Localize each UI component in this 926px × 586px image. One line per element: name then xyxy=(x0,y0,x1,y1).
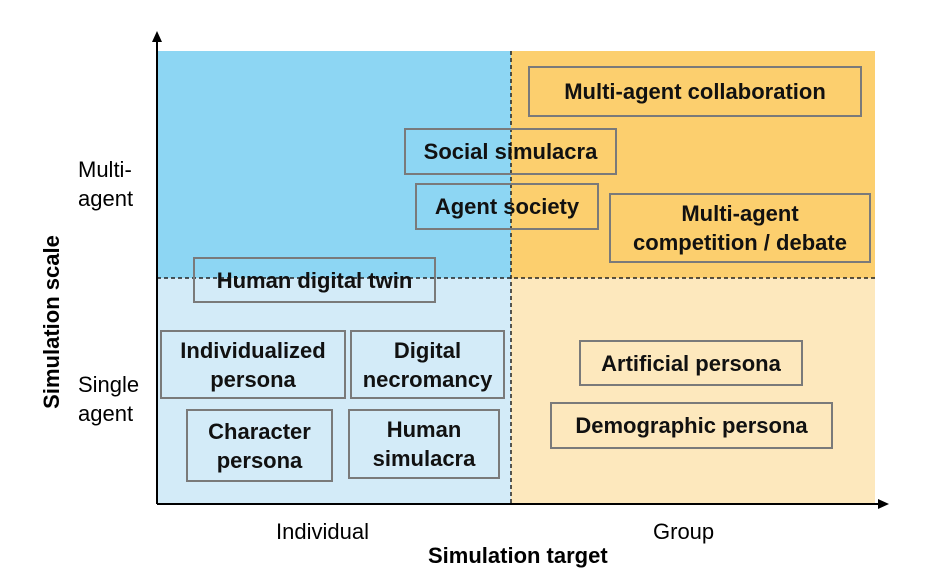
y-axis-arrow xyxy=(152,31,162,42)
x-axis-title: Simulation target xyxy=(428,543,608,568)
box-demographic-persona: Demographic persona xyxy=(550,402,833,449)
y-label-multi-agent: Multi- agent xyxy=(78,157,134,211)
quadrant-individual-multi-agent xyxy=(157,51,511,278)
quadrant-group-single-agent xyxy=(511,278,875,504)
box-character-persona: Character persona xyxy=(186,409,333,482)
box-agent-society: Agent society xyxy=(415,183,599,230)
box-artificial-persona: Artificial persona xyxy=(579,340,803,386)
x-axis-arrow xyxy=(878,499,889,509)
box-social-simulacra: Social simulacra xyxy=(404,128,617,175)
quadrant-group-multi-agent xyxy=(511,51,875,278)
box-individualized-persona: Individualized persona xyxy=(160,330,346,399)
quadrant-individual-single-agent xyxy=(157,278,511,504)
box-multi-agent-competition-debate: Multi-agent competition / debate xyxy=(609,193,871,263)
box-human-digital-twin: Human digital twin xyxy=(193,257,436,303)
x-label-group: Group xyxy=(653,519,715,544)
box-multi-agent-collaboration: Multi-agent collaboration xyxy=(528,66,862,117)
y-label-single-agent: Single agent xyxy=(78,372,140,426)
box-human-simulacra: Human simulacra xyxy=(348,409,500,479)
y-axis-title: Simulation scale xyxy=(39,235,64,409)
box-digital-necromancy: Digital necromancy xyxy=(350,330,505,399)
x-label-individual: Individual xyxy=(276,519,369,544)
